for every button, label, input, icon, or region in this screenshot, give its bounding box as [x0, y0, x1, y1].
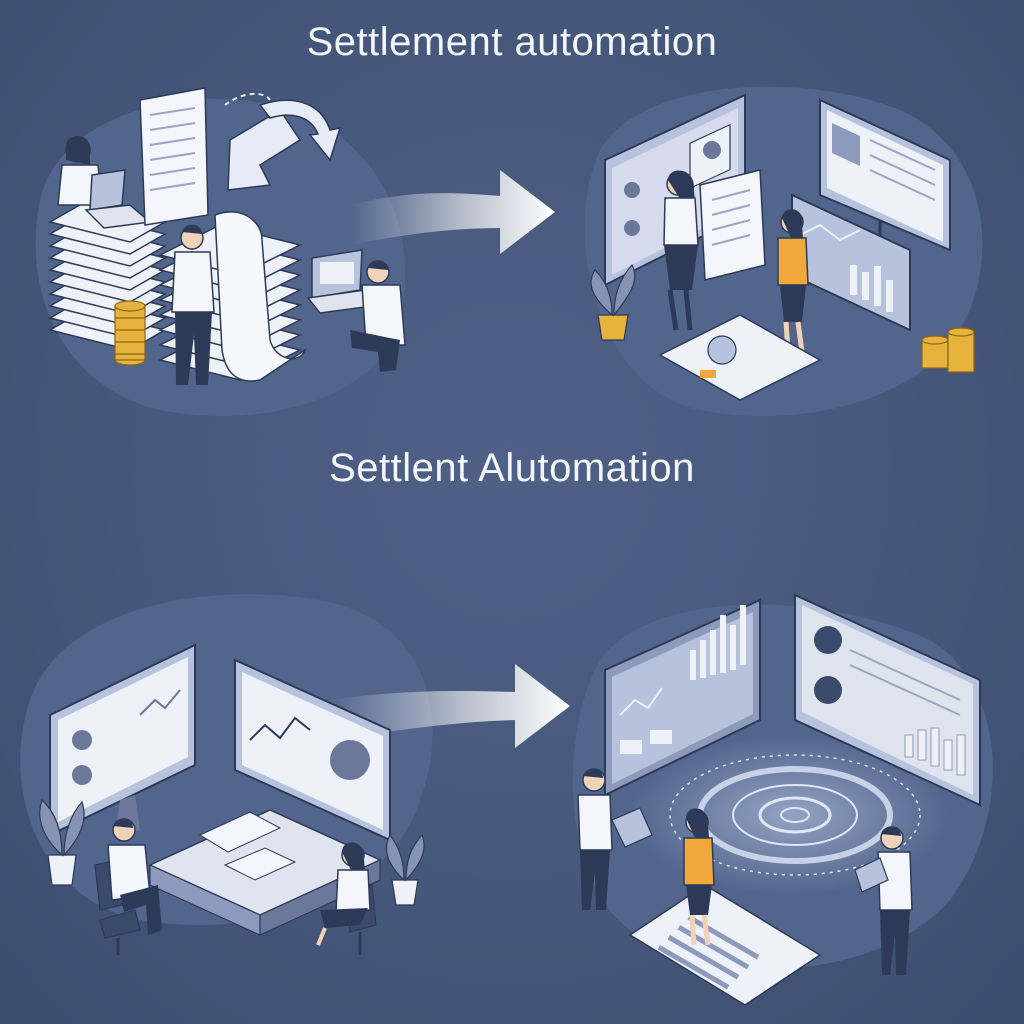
plant-icon: [385, 833, 425, 906]
keyboard-icon: [628, 884, 822, 1006]
plant-icon: [39, 798, 85, 886]
coin-stack-icon: [921, 327, 975, 373]
person-icon: [577, 768, 613, 910]
scene-automated-hub: [577, 593, 981, 1006]
person-icon: [683, 808, 715, 946]
arrow-top: [350, 170, 555, 254]
swap-arrow-icon: [227, 99, 342, 191]
tablet-icon: [611, 807, 653, 848]
person-icon: [663, 170, 699, 331]
scene-digital-review: [590, 93, 975, 401]
person-icon: [316, 842, 371, 946]
secondary-title: Settlent Alutomation: [329, 446, 695, 490]
main-title: Settlement automation: [306, 20, 718, 64]
monitor-icon: [791, 193, 911, 332]
bar-chart-icon: [690, 605, 746, 680]
person-icon: [877, 826, 913, 975]
coin-stack-icon: [114, 300, 146, 366]
document-lines: [149, 107, 196, 191]
plant-icon: [590, 263, 636, 341]
tablet-icon: [854, 857, 889, 893]
dashboard-icon: [604, 598, 761, 797]
arrow-bottom: [330, 664, 570, 748]
scene-workstations: [39, 643, 425, 955]
bar-chart-icon: [904, 727, 966, 776]
monitor-icon: [49, 643, 196, 837]
document-icon: [658, 314, 822, 401]
line-chart-icon: [619, 687, 663, 716]
document-icon: [699, 169, 766, 281]
scene-manual-paperwork: [48, 87, 406, 385]
document-icon: [214, 211, 307, 382]
person-icon: [350, 260, 406, 372]
dashboard-icon: [794, 593, 981, 807]
person-icon: [107, 818, 162, 935]
person-icon: [171, 224, 215, 385]
line-chart-icon: [139, 689, 181, 716]
person-icon: [777, 209, 809, 353]
line-chart-icon: [249, 716, 311, 741]
